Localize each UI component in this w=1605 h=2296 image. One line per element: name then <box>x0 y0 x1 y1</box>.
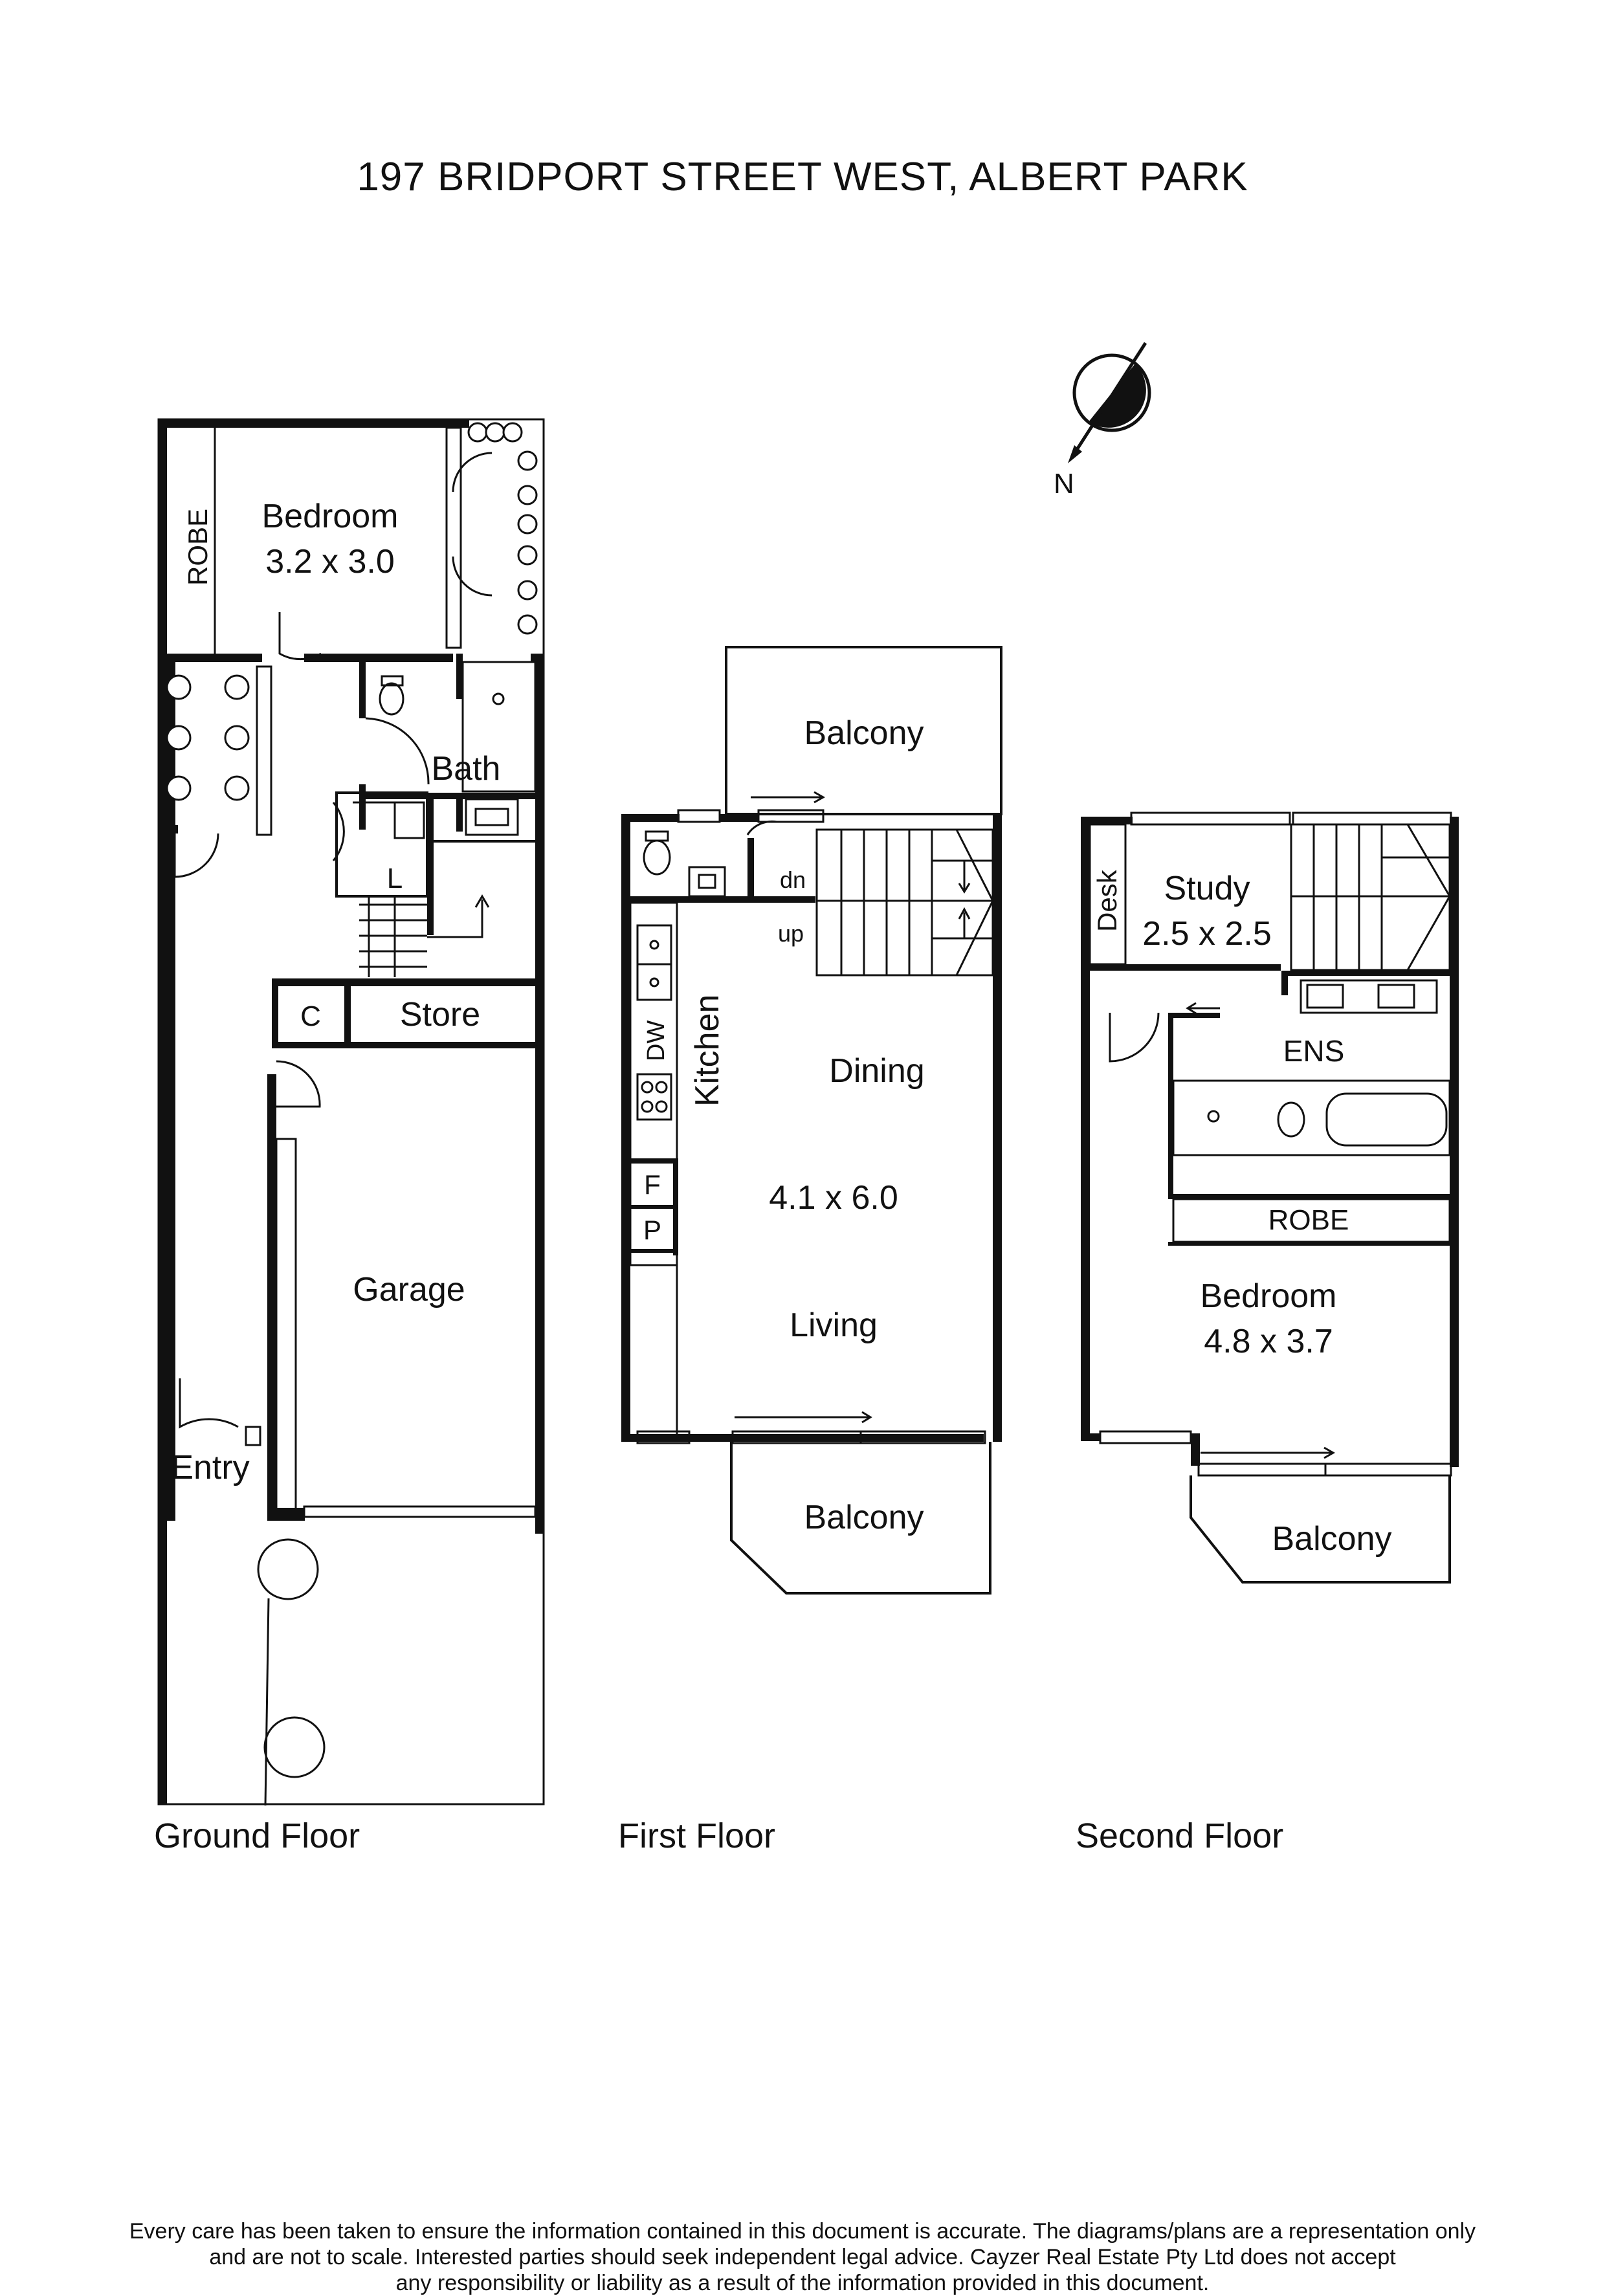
gf-bedroom-label: Bedroom <box>262 498 399 535</box>
sf-robe-label: ROBE <box>1268 1204 1349 1236</box>
sf-bedroom-size: 4.8 x 3.7 <box>1204 1323 1333 1360</box>
sf-balcony-label: Balcony <box>1272 1520 1392 1558</box>
second-floor-name: Second Floor <box>1076 1816 1283 1855</box>
ff-living-label: Living <box>790 1307 878 1344</box>
ff-size-label: 4.1 x 6.0 <box>769 1179 898 1217</box>
ff-fridge-label: F <box>644 1169 661 1200</box>
sf-study-size: 2.5 x 2.5 <box>1142 915 1271 953</box>
disclaimer-line: Every care has been taken to ensure the … <box>129 2219 1476 2244</box>
gf-cupboard-label: C <box>300 1000 321 1032</box>
sf-bedroom-label: Bedroom <box>1201 1277 1337 1315</box>
compass-label: N <box>1054 468 1074 500</box>
ground-floor-plan: ROBE Bedroom 3.2 x 3.0 Bath L C Store Ga… <box>154 418 545 1855</box>
ff-balcony-top-label: Balcony <box>804 714 924 752</box>
gf-robe-label: ROBE <box>183 509 213 586</box>
first-floor-plan: Balcony dn up DW Kitchen Dining 4.1 x 6.… <box>618 646 1002 1855</box>
sf-desk-label: Desk <box>1092 869 1122 932</box>
disclaimer: Every care has been taken to ensure the … <box>39 2218 1566 2296</box>
ff-pantry-label: P <box>643 1215 661 1245</box>
ground-floor-name: Ground Floor <box>154 1816 360 1855</box>
disclaimer-line: any responsibility or liability as a res… <box>395 2271 1210 2295</box>
gf-bedroom-size: 3.2 x 3.0 <box>265 543 394 580</box>
ff-stair-up-label: up <box>778 920 804 947</box>
sf-study-label: Study <box>1164 870 1250 907</box>
garden-trees <box>166 422 538 1806</box>
gf-garage-label: Garage <box>353 1271 465 1308</box>
gf-store-label: Store <box>400 996 480 1033</box>
gf-entry-label: Entry <box>171 1449 249 1486</box>
ff-kitchen-label: Kitchen <box>689 995 726 1107</box>
gf-laundry-label: L <box>387 863 403 894</box>
page-title: 197 BRIDPORT STREET WEST, ALBERT PARK <box>357 155 1248 199</box>
gf-bath-label: Bath <box>432 750 501 788</box>
second-floor-plan: Desk Study 2.5 x 2.5 ENS ROBE Bedroom 4.… <box>1076 811 1459 1855</box>
disclaimer-line: and are not to scale. Interested parties… <box>209 2245 1396 2269</box>
ff-stair-dn-label: dn <box>780 867 806 893</box>
sf-ensuite-label: ENS <box>1283 1034 1345 1068</box>
north-compass-icon: N <box>1054 342 1151 500</box>
ff-dining-label: Dining <box>829 1052 924 1090</box>
ff-dishwasher-label: DW <box>643 1021 670 1061</box>
ff-balcony-bottom-label: Balcony <box>804 1499 924 1536</box>
first-floor-name: First Floor <box>618 1816 775 1855</box>
